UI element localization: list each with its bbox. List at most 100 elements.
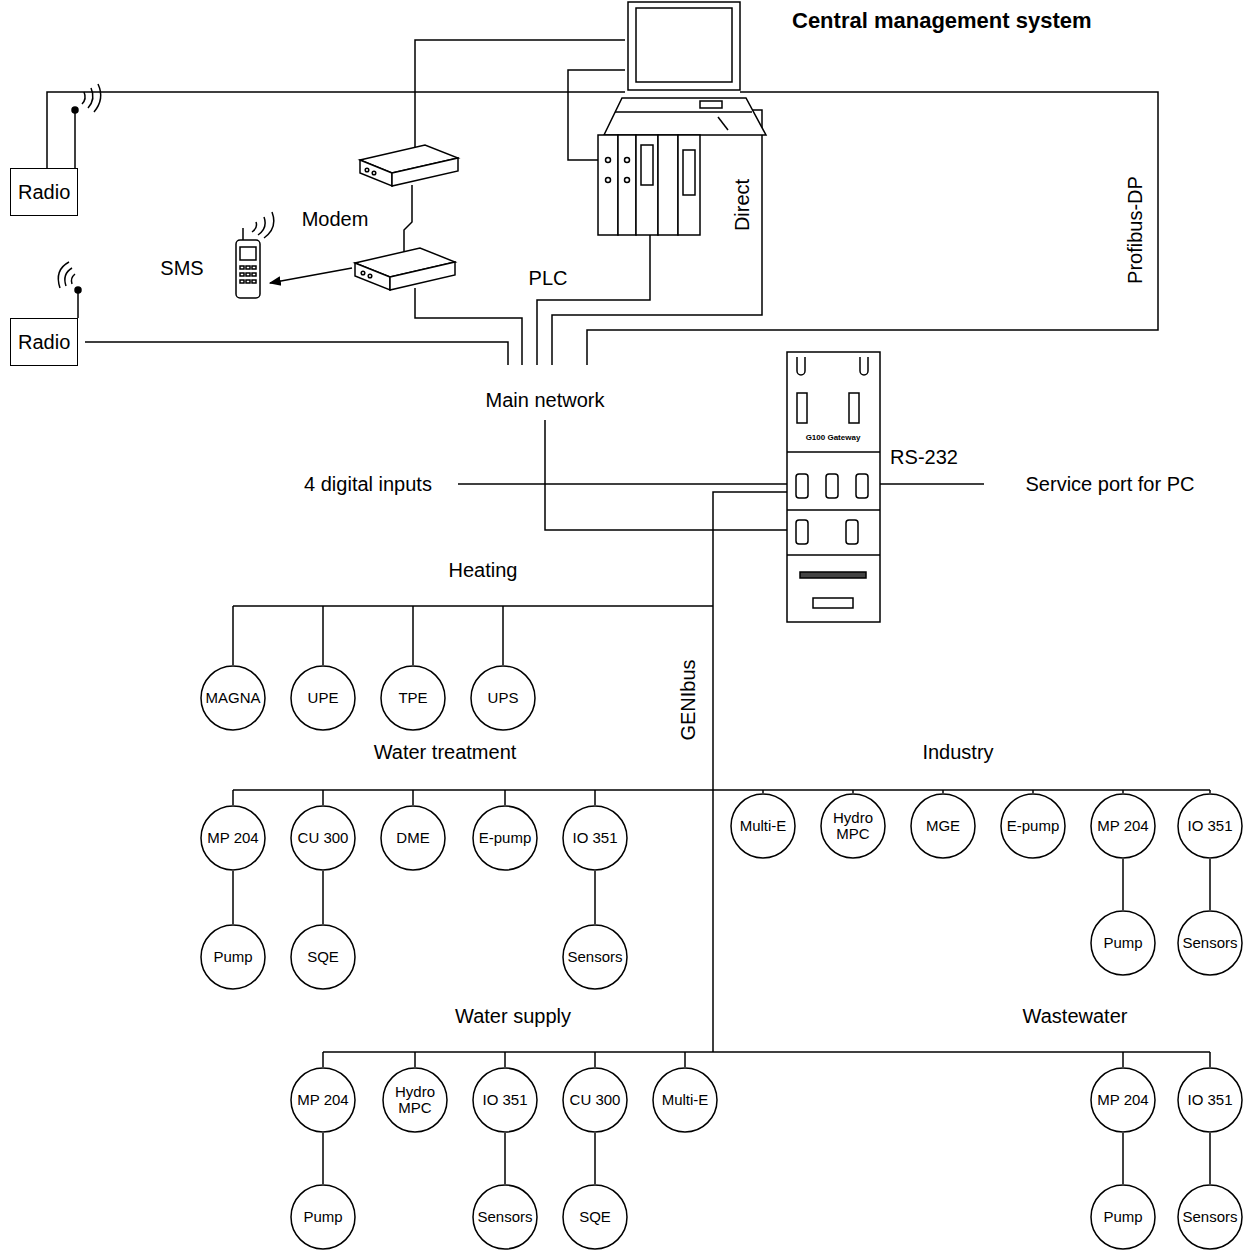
circle-shape: [473, 1068, 537, 1132]
device-circle: Sensors: [562, 924, 628, 990]
circle-shape: [471, 666, 535, 730]
device-circle: Multi-E: [730, 793, 796, 859]
device-circle: Pump: [200, 924, 266, 990]
bus-drop: [1032, 790, 1034, 793]
label: Direct: [731, 177, 754, 233]
computer-edge: [615, 111, 752, 113]
port: [826, 474, 838, 498]
bus-drop: [1122, 1052, 1124, 1067]
node-text: E-pump: [475, 830, 535, 847]
digital-input-wire: [458, 483, 787, 485]
device-circle: IO 351: [1177, 1067, 1243, 1133]
bus-drop: [1122, 790, 1124, 793]
device-circle: Pump: [290, 1184, 356, 1250]
device-circle: Hydro MPC: [382, 1067, 448, 1133]
circle-shape: [563, 925, 627, 989]
circle-shape: [653, 1068, 717, 1132]
antenna-tip: [75, 287, 81, 293]
connector: [504, 1133, 506, 1184]
circle-shape: [473, 1185, 537, 1249]
antennas: [58, 84, 274, 318]
node-text: MP 204: [293, 1092, 353, 1109]
bus-lines: [233, 606, 1210, 1067]
bus-line: [233, 605, 713, 607]
node-text: Sensors: [565, 949, 625, 966]
label: SMS: [158, 257, 205, 280]
connector: [322, 871, 324, 924]
node-text: Radio: [18, 180, 70, 204]
phone-key: [246, 273, 250, 276]
port: [846, 520, 858, 544]
genibus-wire: [713, 492, 787, 1052]
bus-drop: [322, 1052, 324, 1067]
service-wire: [880, 483, 984, 485]
modems: [355, 145, 458, 290]
circle-shape: [1001, 794, 1065, 858]
title: Central management system: [790, 8, 1094, 33]
radio-box: Radio: [10, 168, 78, 216]
node-text: Hydro MPC: [823, 810, 883, 843]
node-text: Multi-E: [655, 1092, 715, 1109]
device-circle: MAGNA: [200, 665, 266, 731]
device-circle: MP 204: [200, 805, 266, 871]
circle-shape: [563, 1185, 627, 1249]
label: RS-232: [888, 446, 960, 469]
circle-shape: [201, 925, 265, 989]
radio-waves: [82, 84, 101, 112]
bus-drop: [594, 1052, 596, 1067]
screen: [636, 8, 732, 82]
led: [372, 171, 376, 175]
label: PLC: [527, 267, 570, 290]
phone-waves: [252, 212, 274, 238]
panel-line: [787, 554, 880, 556]
mounting-hole: [797, 357, 868, 375]
computer-edge: [718, 117, 728, 130]
label: Wastewater: [1021, 1005, 1130, 1028]
label: Water treatment: [372, 741, 519, 764]
node-text: Sensors: [1180, 1209, 1240, 1226]
node-text: UPS: [473, 690, 533, 707]
label: Industry: [920, 741, 995, 764]
node-text: MP 204: [1093, 818, 1153, 835]
device-circle: SQE: [562, 1184, 628, 1250]
node-text: Pump: [203, 949, 263, 966]
plc-display: [641, 145, 653, 185]
sms-arrow: [270, 268, 352, 283]
label: Service port for PC: [1024, 473, 1197, 496]
connector: [1209, 1133, 1211, 1184]
bus-drop: [594, 790, 596, 805]
device-circle: UPS: [470, 665, 536, 731]
node-text: Multi-E: [733, 818, 793, 835]
device-circle: MGE: [910, 793, 976, 859]
connector: [594, 871, 596, 924]
device-circle: Hydro MPC: [820, 793, 886, 859]
node-text: MP 204: [1093, 1092, 1153, 1109]
circle-shape: [201, 806, 265, 870]
device-circle: TPE: [380, 665, 446, 731]
bus-drop: [1209, 1052, 1211, 1067]
plc-module: [636, 135, 658, 235]
device-circle: CU 300: [290, 805, 356, 871]
bus-drop: [322, 606, 324, 665]
modem-wire: [415, 288, 522, 365]
plc: [598, 135, 700, 235]
panel-line: [787, 451, 880, 453]
status-window: [797, 393, 807, 423]
device-circle: E-pump: [472, 805, 538, 871]
modem: [355, 263, 390, 290]
device-circle: IO 351: [562, 805, 628, 871]
node-text: MP 204: [203, 830, 263, 847]
radio-wire: [47, 92, 625, 168]
node-text: DME: [383, 830, 443, 847]
node-text: Hydro MPC: [385, 1084, 445, 1117]
node-text: Pump: [293, 1209, 353, 1226]
modem: [390, 262, 455, 290]
circle-shape: [291, 666, 355, 730]
label: GENIbus: [677, 657, 700, 742]
led: [368, 274, 372, 278]
device-circle: CU 300: [562, 1067, 628, 1133]
wires: [47, 40, 1158, 1052]
led: [361, 271, 365, 275]
